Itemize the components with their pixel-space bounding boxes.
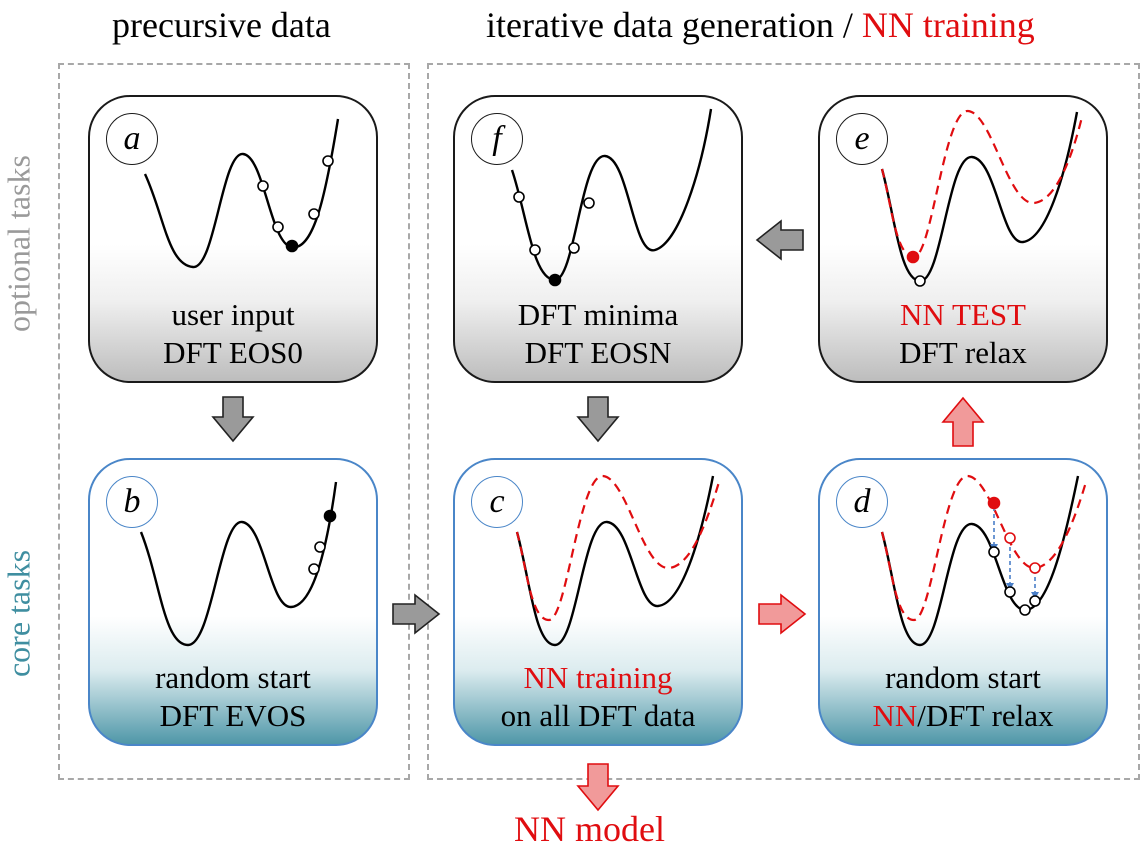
header-iterative: iterative data generation / NN training — [486, 4, 1035, 46]
panel-a: a user input DFT EOS0 — [88, 95, 378, 383]
arrow-down-a-to-b — [211, 396, 255, 443]
panel-e-label-1: NN TEST — [899, 297, 1026, 332]
panel-d: d random start NN/DFT relax — [818, 458, 1108, 746]
panel-f-badge: f — [471, 113, 523, 165]
panel-b-label-1: random start — [155, 660, 311, 695]
arrow-left-e-to-f — [755, 219, 804, 261]
panel-d-label-1: random start — [885, 660, 1041, 695]
panel-c-badge: c — [471, 476, 523, 528]
panel-e: e NN TEST DFT relax — [818, 95, 1108, 383]
iterative-region — [427, 63, 1140, 780]
panel-d-label-nn: NN — [872, 698, 918, 733]
side-label-optional-tasks: optional tasks — [0, 155, 37, 332]
panel-d-energy-curve — [880, 474, 1088, 647]
panel-a-badge: a — [106, 113, 158, 165]
panel-c: c NN training on all DFT data — [453, 458, 743, 746]
arrow-right-b-to-c — [392, 593, 441, 635]
precursive-region — [58, 63, 410, 780]
panel-d-badge: d — [836, 476, 888, 528]
panel-d-label-2: NN/DFT relax — [820, 697, 1106, 735]
panel-c-label-2: on all DFT data — [500, 698, 696, 733]
panel-c-label-1: NN training — [523, 660, 673, 695]
panel-b-label-2: DFT EVOS — [159, 698, 307, 733]
panel-b-badge: b — [106, 476, 158, 528]
panel-e-energy-curve — [880, 109, 1084, 287]
arrow-right-c-to-d — [758, 593, 807, 635]
panel-a-label-1: user input — [171, 297, 295, 332]
panel-b-energy-curve — [139, 481, 338, 647]
header-iterative-text: iterative data generation / — [486, 5, 862, 45]
panel-f-label-2: DFT EOSN — [524, 335, 672, 370]
header-nn-training: NN training — [861, 5, 1035, 45]
arrow-up-d-to-e — [941, 396, 985, 447]
arrow-down-f-to-c — [576, 396, 620, 443]
arrow-down-c-to-model — [576, 763, 620, 812]
panel-f: f DFT minima DFT EOSN — [453, 95, 743, 383]
panel-e-label-2: DFT relax — [899, 335, 1027, 370]
header-precursive-data: precursive data — [112, 5, 331, 45]
side-label-core-tasks: core tasks — [0, 549, 37, 678]
panel-c-energy-curve — [515, 474, 721, 647]
panel-d-label-relax: /DFT relax — [917, 698, 1054, 733]
panel-a-energy-curve — [143, 118, 340, 269]
nn-model-label: NN model — [514, 809, 665, 849]
panel-f-energy-curve — [510, 108, 713, 287]
panel-f-label-1: DFT minima — [517, 297, 679, 332]
panel-b: b random start DFT EVOS — [88, 458, 378, 746]
panel-a-label-2: DFT EOS0 — [163, 335, 303, 370]
panel-e-badge: e — [836, 113, 888, 165]
